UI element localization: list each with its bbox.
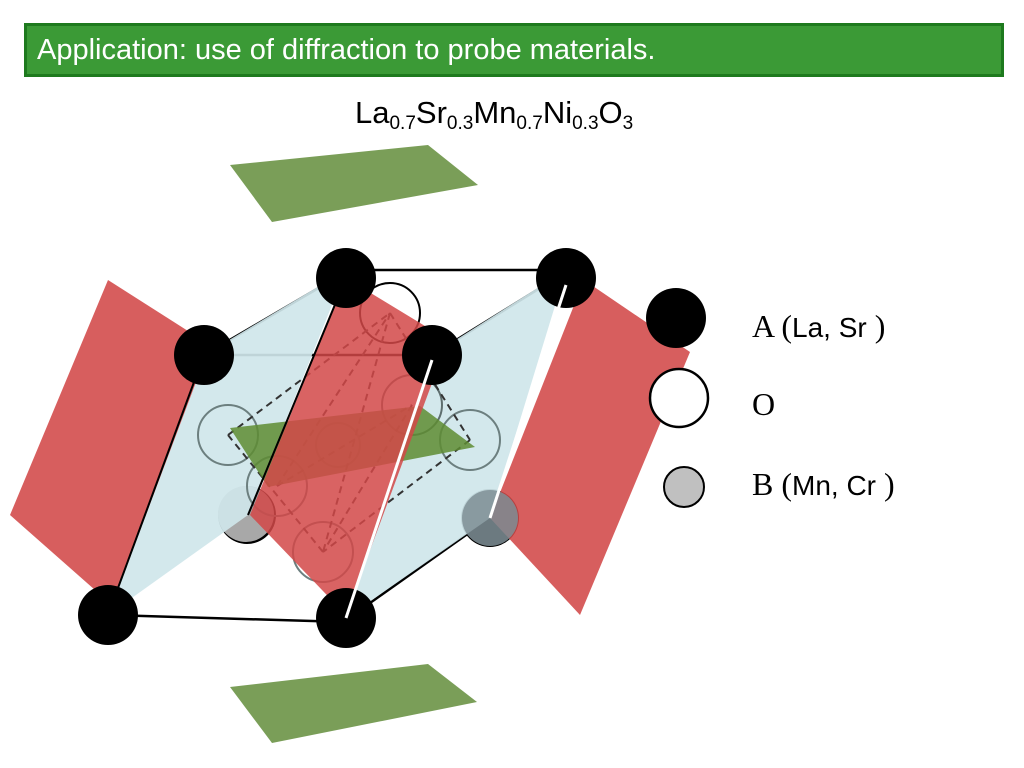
formula-subscript: 0.7 <box>389 113 416 134</box>
slide-title: Application: use of diffraction to probe… <box>24 23 1004 77</box>
blue-plane-left <box>108 270 346 615</box>
front-edges <box>344 284 568 619</box>
formula-subscript: 3 <box>622 113 634 134</box>
red-plane-left <box>10 280 210 605</box>
formula-subscript: 0.7 <box>516 113 543 134</box>
atom-a <box>402 325 462 385</box>
formula-part: Ni <box>542 95 573 130</box>
green-plane-top <box>230 145 478 222</box>
legend-atom-b-icon <box>663 466 705 508</box>
red-plane-center <box>250 278 448 615</box>
front-edges-dark <box>107 277 347 616</box>
legend-atom-a-icon <box>646 288 706 348</box>
formula-subscript: 0.3 <box>572 113 599 134</box>
legend-a-label: A (La, Sr ) <box>752 308 886 344</box>
formula-part: Sr <box>415 95 447 130</box>
atom-a <box>536 248 596 308</box>
formula-part: Mn <box>473 95 517 130</box>
red-plane-right <box>490 280 690 615</box>
legend-b-label: B (Mn, Cr ) <box>752 466 895 502</box>
formula-part: La <box>355 95 390 130</box>
formula-part: O <box>598 95 623 130</box>
legend-o-label: O <box>752 386 776 422</box>
legend-atom-o-icon <box>648 367 710 429</box>
green-plane-bottom <box>230 664 477 743</box>
chemical-formula: La0.7Sr0.3Mn0.7Ni0.3O3 <box>355 95 633 135</box>
formula-subscript: 0.3 <box>446 113 474 134</box>
